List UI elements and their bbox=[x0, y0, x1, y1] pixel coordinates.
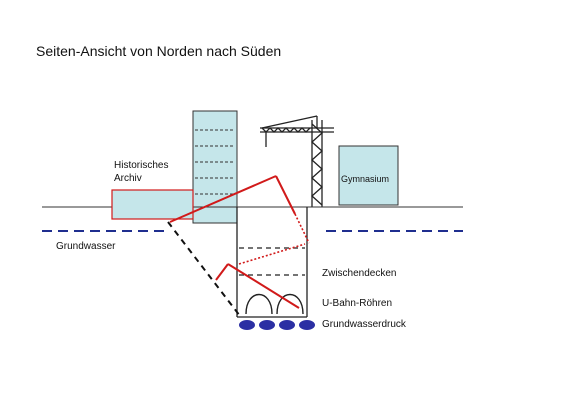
crane bbox=[260, 115, 334, 207]
archive-label-line1: Historisches bbox=[114, 160, 169, 171]
diagram-title: Seiten-Ansicht von Norden nach Süden bbox=[36, 43, 282, 59]
intermediate-ceilings-label: Zwischendecken bbox=[322, 268, 397, 279]
subway-tubes-label: U-Bahn-Röhren bbox=[322, 298, 393, 309]
groundwater-pressure-symbols bbox=[239, 320, 315, 330]
collapse-path-line bbox=[167, 221, 241, 317]
collapsed-archive-outline bbox=[169, 175, 310, 309]
archive-label: Historisches Archiv bbox=[114, 159, 168, 185]
archive-label-line2: Archiv bbox=[114, 173, 142, 184]
intermediate-ceilings bbox=[239, 247, 305, 276]
groundwater-label: Grundwasser bbox=[56, 241, 116, 252]
gymnasium-label: Gymnasium bbox=[341, 174, 390, 184]
archive-building bbox=[111, 189, 194, 220]
gymnasium-building bbox=[338, 145, 399, 206]
excavation-pit bbox=[236, 207, 308, 318]
groundwater-pressure-label: Grundwasserdruck bbox=[322, 319, 406, 330]
subway-tubes bbox=[245, 294, 304, 315]
tall-building bbox=[192, 110, 238, 224]
